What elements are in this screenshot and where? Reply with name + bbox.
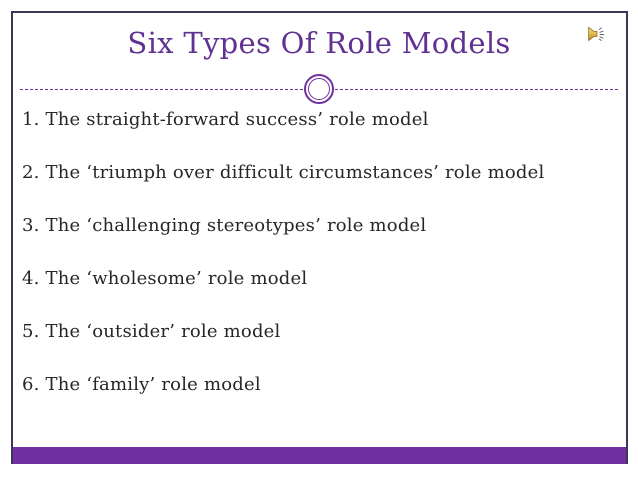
role-model-list: 1. The straight-forward success’ role mo…: [22, 110, 624, 428]
list-item: 3. The ‘challenging stereotypes’ role mo…: [22, 215, 427, 236]
bottom-accent-bar: [13, 447, 626, 464]
list-item: 5. The ‘outsider’ role model: [22, 321, 281, 342]
page-title: Six Types Of Role Models: [127, 26, 511, 60]
list-item: 6. The ‘family’ role model: [22, 374, 261, 395]
slide-frame-border: [11, 11, 628, 464]
speaker-icon[interactable]: [586, 23, 607, 44]
divider-circle-ornament: [304, 74, 334, 104]
list-item: 1. The straight-forward success’ role mo…: [22, 109, 429, 130]
list-item: 4. The ‘wholesome’ role model: [22, 268, 308, 289]
list-item: 2. The ‘triumph over difficult circumsta…: [22, 162, 545, 183]
